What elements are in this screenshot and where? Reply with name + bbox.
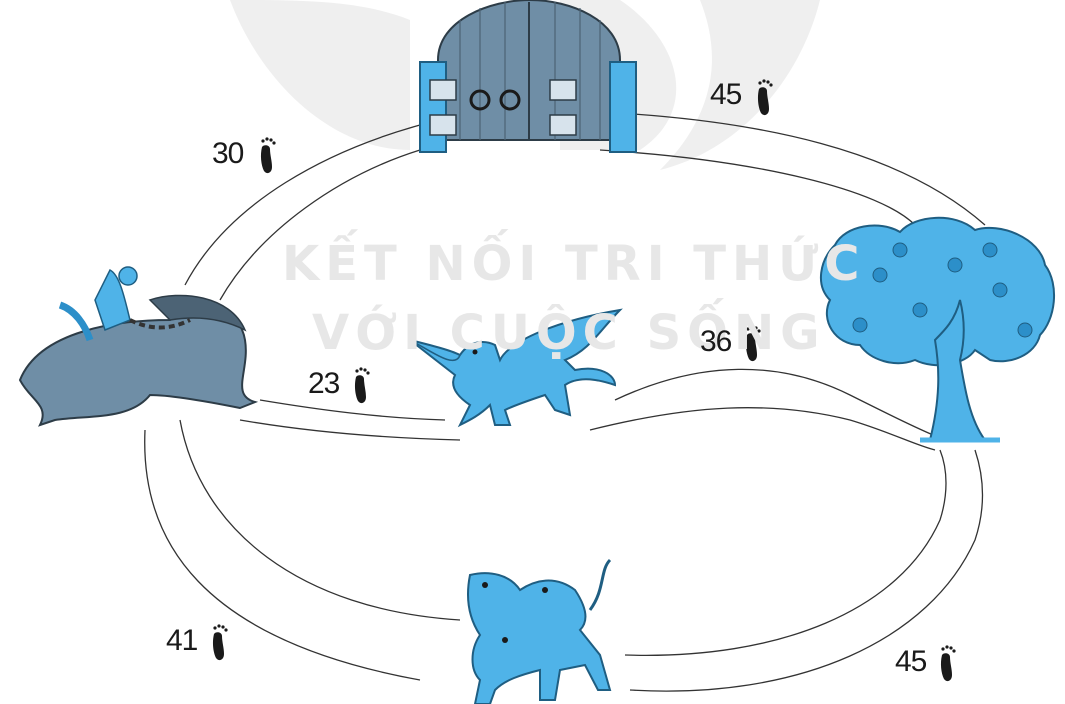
step-count-hero-dog: 41 [166, 624, 198, 657]
roads [144, 111, 986, 692]
step-count-gate-tree: 45 [710, 78, 742, 111]
step-count-hero-dragon: 23 [308, 367, 340, 400]
road-dragon-tree-top [614, 368, 946, 441]
dragon-icon [409, 308, 623, 428]
footprint-icon [940, 645, 956, 682]
footprint-icon [260, 137, 276, 174]
footprint-icon [757, 79, 773, 116]
road-hero-dog-inner [179, 419, 461, 621]
footprint-icon [354, 367, 370, 404]
watermark-line-1: KẾT NỐI TRI THỨC [282, 236, 866, 292]
hero-riding-lion-icon [18, 266, 259, 427]
road-hero-dog-outer [144, 429, 421, 681]
footprints [212, 79, 956, 682]
road-gate-tree-outer [599, 111, 986, 226]
step-count-dragon-tree: 36 [700, 325, 732, 358]
step-count-dog-tree: 45 [895, 645, 927, 678]
road-gate-hero-inner [219, 149, 421, 301]
road-gate-tree-inner [599, 149, 916, 226]
gate-icon [419, 0, 637, 153]
road-dog-tree-outer [629, 449, 984, 692]
footprint-icon [212, 624, 228, 661]
road-gate-hero-outer [184, 124, 421, 286]
step-count-gate-hero: 30 [212, 137, 244, 170]
road-hero-dragon-top [259, 399, 446, 421]
apple-tree-icon [819, 216, 1056, 443]
three-headed-dog-icon [467, 558, 612, 704]
road-hero-dragon-bottom [239, 419, 461, 441]
watermark-line-2: VỚI CUỘC SỐNG [312, 305, 826, 361]
road-dog-tree-inner [624, 449, 947, 656]
footprint-icon [745, 325, 761, 362]
road-dragon-tree-bottom [589, 407, 936, 451]
